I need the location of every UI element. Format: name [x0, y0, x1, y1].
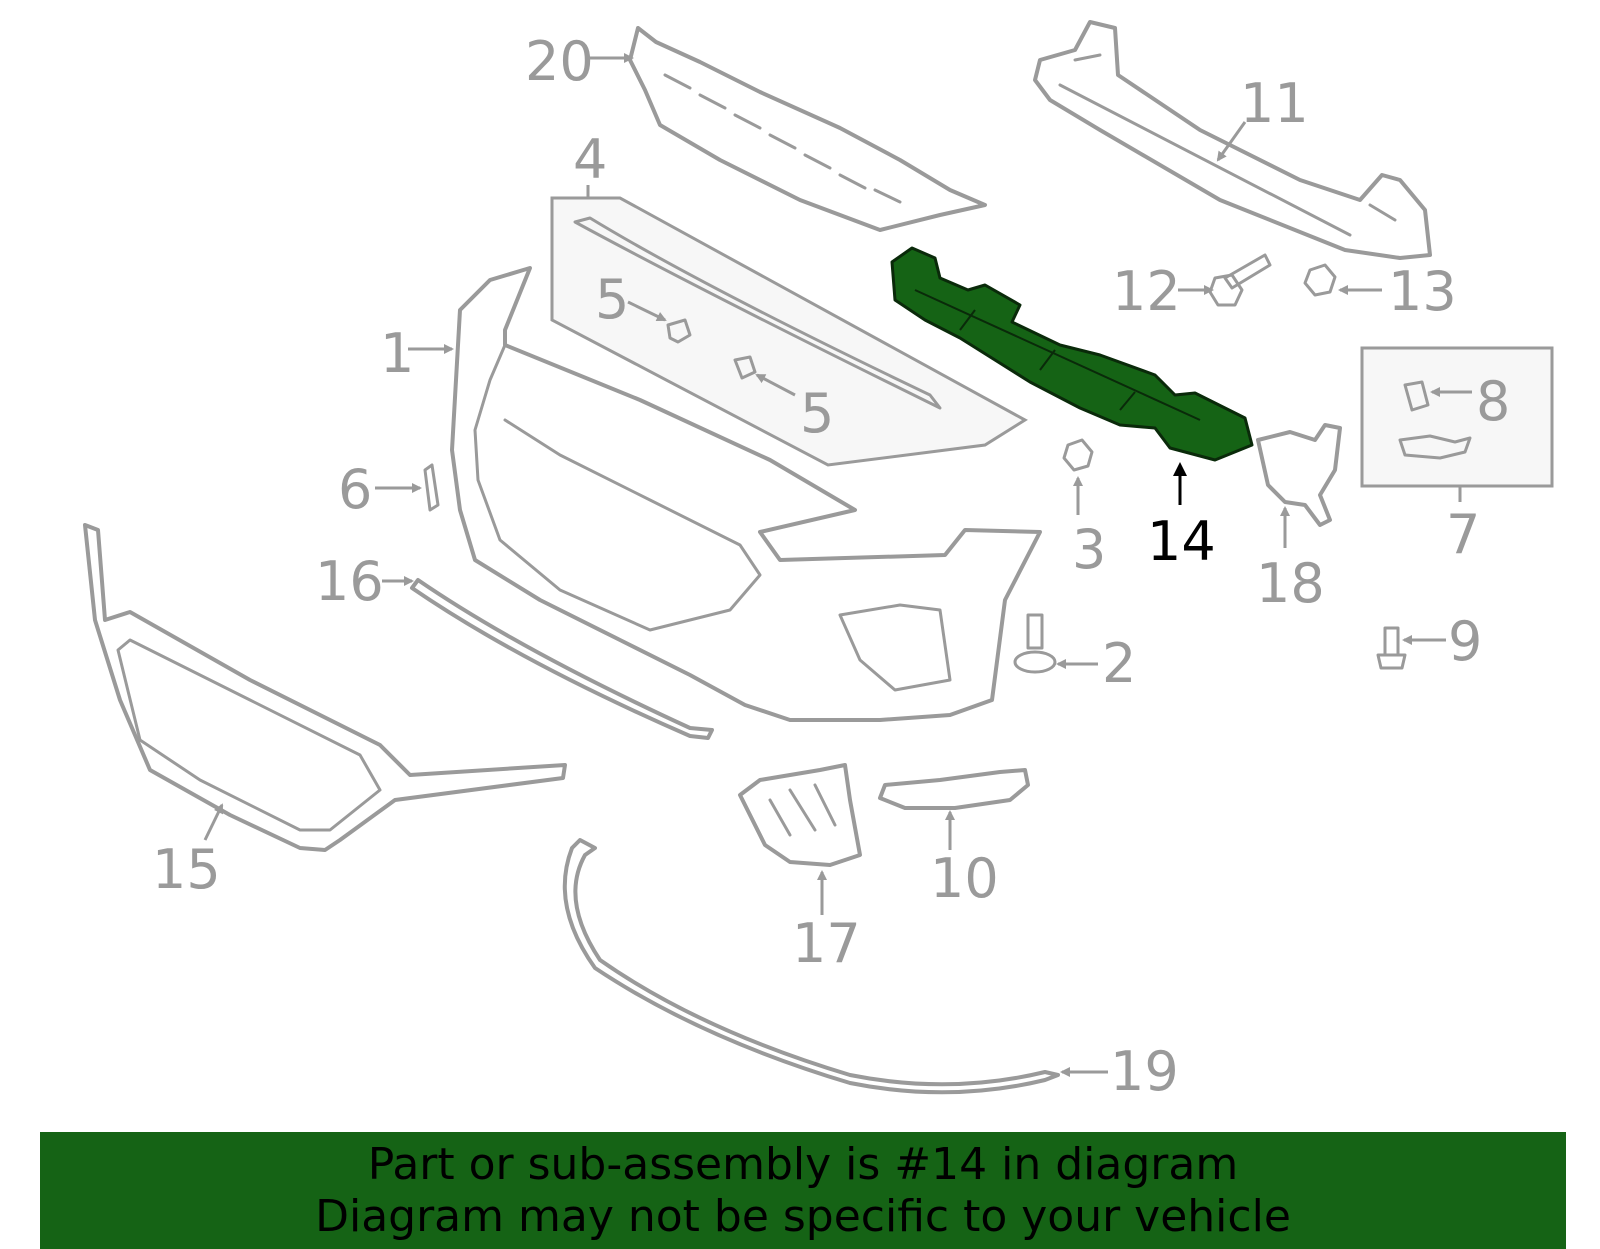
part-6-clip[interactable] [423, 463, 440, 512]
callout-19: 19 [1110, 1040, 1179, 1103]
part-11-reinforcement-beam[interactable] [1033, 20, 1432, 260]
part-9-screw[interactable] [1376, 626, 1407, 670]
part-17-fog-bezel[interactable] [738, 763, 862, 867]
callout-4: 4 [573, 128, 607, 191]
leader-15 [203, 803, 224, 841]
part-16-molding[interactable] [410, 578, 714, 740]
part-7-bracket[interactable] [1398, 434, 1472, 460]
callout-17: 17 [792, 912, 861, 975]
callout-1: 1 [380, 322, 414, 385]
callout-3: 3 [1072, 518, 1106, 581]
part-14-energy-absorber[interactable] [890, 246, 1254, 462]
callout-6: 6 [338, 458, 372, 521]
callout-14: 14 [1147, 510, 1216, 573]
part-12-bolt[interactable] [1208, 253, 1272, 307]
part-3-nut[interactable] [1062, 438, 1094, 472]
callout-10: 10 [930, 847, 999, 910]
part-15-grille[interactable] [83, 523, 567, 852]
part-5-clip-b[interactable] [733, 355, 757, 380]
callout-20: 20 [525, 30, 594, 93]
part-1-bumper-cover[interactable] [450, 266, 1042, 722]
callout-9: 9 [1448, 610, 1482, 673]
part-2-bolt[interactable] [1013, 613, 1057, 674]
part-4-trim[interactable] [573, 216, 942, 410]
callout-18: 18 [1256, 552, 1325, 615]
callout-11: 11 [1240, 72, 1309, 135]
callout-2: 2 [1102, 632, 1136, 695]
leader-5b [755, 373, 796, 397]
callout-5b: 5 [800, 382, 834, 445]
banner-line-2: Diagram may not be specific to your vehi… [315, 1190, 1291, 1242]
callout-13: 13 [1388, 260, 1457, 323]
info-banner: Part or sub-assembly is #14 in diagram D… [40, 1132, 1566, 1249]
part-20-upper-support[interactable] [628, 26, 987, 232]
leader-11 [1216, 121, 1247, 162]
leader-5a [627, 300, 667, 322]
part-19-lip-strip[interactable] [562, 838, 1060, 1095]
part-13-nut[interactable] [1303, 263, 1337, 297]
part-8-clip[interactable] [1403, 380, 1430, 412]
callout-16: 16 [315, 550, 384, 613]
part-10-bracket[interactable] [878, 768, 1030, 810]
callout-8: 8 [1476, 370, 1510, 433]
callout-12: 12 [1112, 260, 1181, 323]
part-5-clip-a[interactable] [666, 318, 692, 344]
callout-7: 7 [1446, 503, 1480, 566]
callout-15: 15 [152, 838, 221, 901]
callout-5a: 5 [595, 268, 629, 331]
part-7-box [1360, 346, 1554, 488]
part-18-bracket[interactable] [1256, 423, 1342, 527]
banner-line-1: Part or sub-assembly is #14 in diagram [367, 1138, 1239, 1190]
